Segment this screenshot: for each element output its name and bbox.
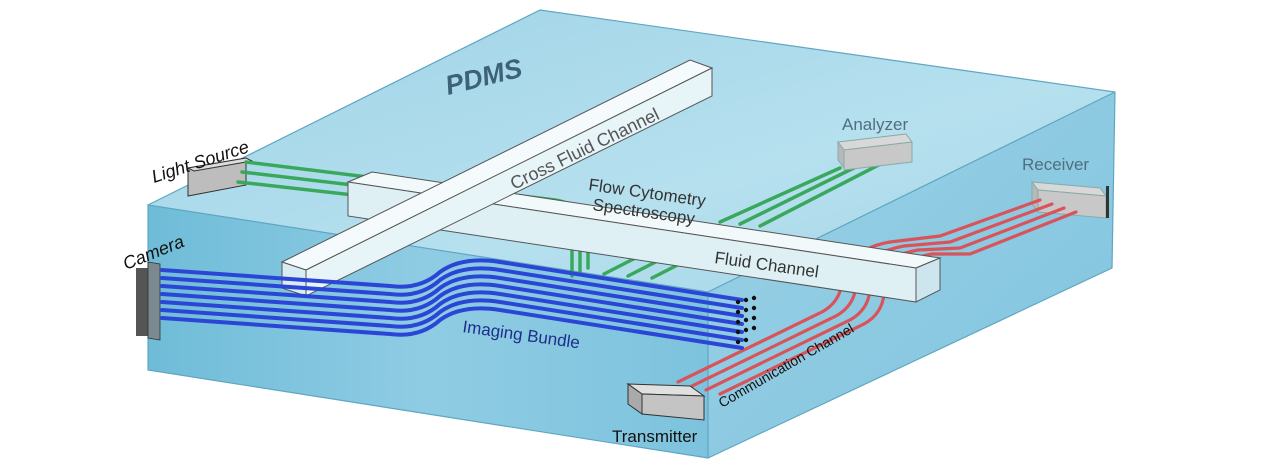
camera-plate bbox=[136, 261, 161, 341]
receiver-box bbox=[1030, 180, 1109, 219]
cross-fluid-channel bbox=[280, 59, 714, 297]
light-source-box bbox=[186, 157, 254, 197]
bundle-fiber-ends bbox=[735, 295, 757, 345]
imaging-bundle bbox=[160, 258, 744, 350]
transmitter-label: Transmitter bbox=[612, 427, 698, 446]
receiver-label: Receiver bbox=[1022, 155, 1089, 174]
analyzer-box bbox=[837, 133, 913, 171]
transmitter-box bbox=[626, 383, 706, 421]
analyzer-label: Analyzer bbox=[842, 115, 908, 134]
